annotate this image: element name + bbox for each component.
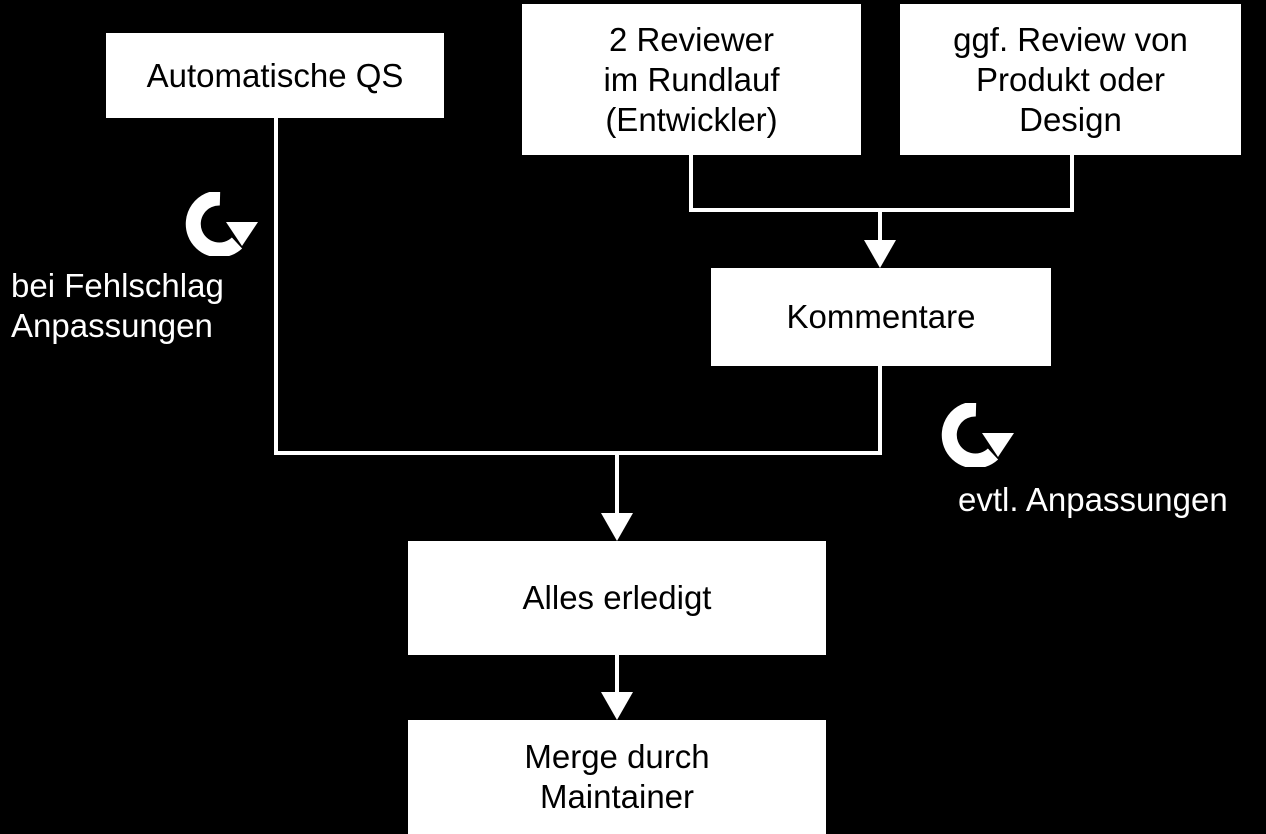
review-changes-annotation: evtl. Anpassungen [958,481,1228,518]
reviewers-label: 2 Reviewer im Rundlauf (Entwickler) [603,20,780,138]
product-review-label: ggf. Review von Produkt oder Design [953,20,1188,138]
reviewers-box: 2 Reviewer im Rundlauf (Entwickler) [522,4,861,155]
comments-box: Kommentare [711,268,1051,366]
product-review-box: ggf. Review von Produkt oder Design [900,4,1241,155]
loop-arrow-icon [185,192,258,256]
qs-and-comments-join-line [274,118,882,455]
automatic-qs-box: Automatische QS [106,33,444,118]
reviewers-to-comments-line [689,155,1074,212]
automatic-qs-label: Automatische QS [146,56,404,94]
merge-box: Merge durch Maintainer [408,720,826,834]
arrow-to-comments [864,240,896,268]
comments-label: Kommentare [786,298,976,335]
merge-label: Merge durch Maintainer [524,738,710,815]
loop-arrow-icon [941,403,1014,467]
done-label: Alles erledigt [522,579,712,616]
arrow-to-merge [601,692,633,720]
done-box: Alles erledigt [408,541,826,655]
qs-failure-annotation: bei Fehlschlag Anpassungen [11,267,224,344]
arrow-to-done [601,513,633,541]
